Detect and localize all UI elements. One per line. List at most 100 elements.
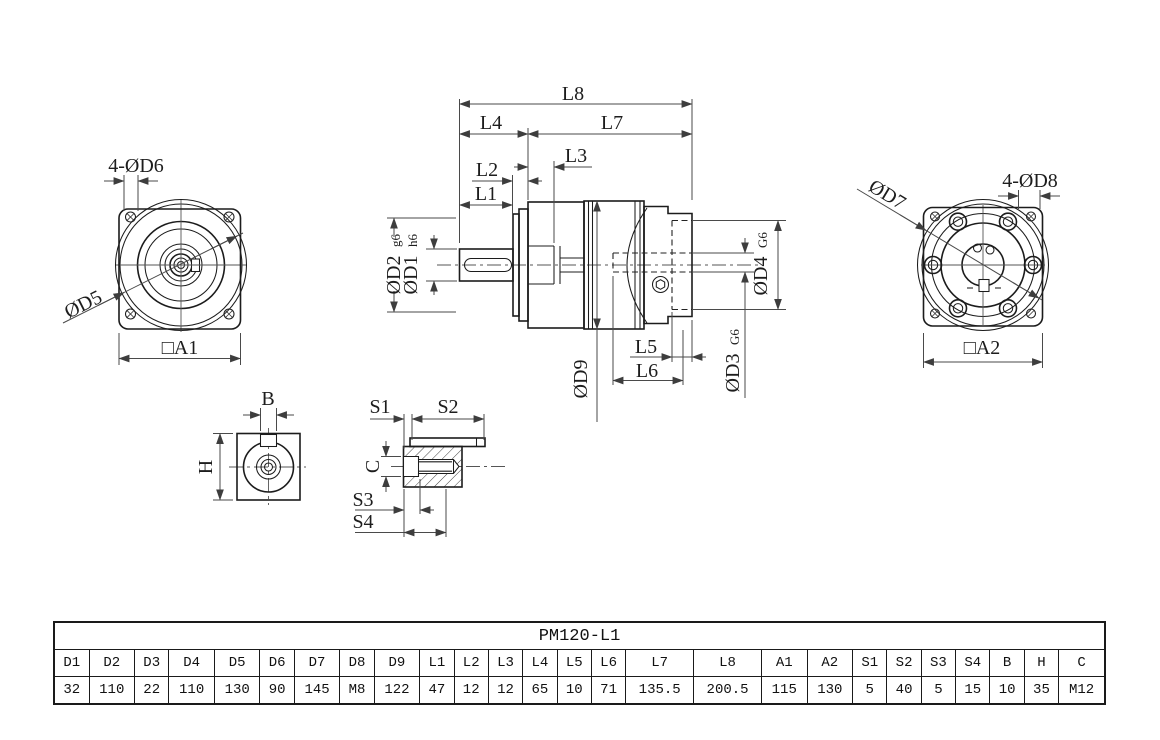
dim-c: C [362,460,384,473]
spec-col-header: S1 [852,649,888,677]
spec-col-header: D2 [88,649,136,677]
dim-l7: L7 [601,112,623,134]
spec-table-title-row: PM120-L1 [53,621,1106,650]
svg-text:ØD3: ØD3 [722,354,744,393]
spec-col-value: 115 [761,676,808,705]
spec-col-header: H [1023,649,1060,677]
svg-text:G6: G6 [755,232,770,248]
spec-col-value: 110 [88,676,136,705]
spec-col-value: 110 [168,676,215,705]
dim-l8: L8 [562,83,584,105]
svg-text:h6: h6 [405,234,420,248]
shaft-end-keyway [259,433,278,448]
section-washer-plate [409,437,486,448]
spec-col-header: D1 [53,649,90,677]
drawing-canvas: 4-ØD6 ØD5 □A1 [61,83,1060,537]
dim-s4: S4 [352,511,373,533]
spec-col-value: 22 [134,676,170,705]
spec-col-value: M12 [1058,676,1106,705]
front-flange-dim-label: □A1 [162,337,199,359]
spec-col-header: L3 [487,649,524,677]
spec-col-header: L1 [419,649,455,677]
spec-col-value: 90 [259,676,295,705]
spec-col-header: S4 [955,649,991,677]
spec-col-value: M8 [339,676,375,705]
spec-col-header: A2 [806,649,854,677]
spec-col-header: D8 [339,649,375,677]
dim-s3: S3 [352,489,373,511]
section-tapped-bore [402,455,460,478]
output-keyway [978,278,990,293]
spec-col-value: 12 [453,676,489,705]
locking-screw [655,279,666,290]
shaft-end-view: B H [195,388,306,505]
input-shaft-keyway [463,257,513,273]
spec-col-value: 40 [886,676,922,705]
spec-table-title: PM120-L1 [53,621,1106,650]
spec-col-value: 145 [293,676,341,705]
dim-s1: S1 [369,396,390,418]
dim-l5: L5 [635,336,657,358]
spec-col-value: 12 [487,676,524,705]
spec-col-header: D7 [293,649,341,677]
spec-col-value: 130 [806,676,854,705]
output-corner-holes [929,211,1037,319]
dim-d9: ØD9 [570,360,592,399]
spec-col-value: 47 [419,676,455,705]
svg-text:ØD4: ØD4 [750,257,772,296]
spec-col-header: S2 [886,649,922,677]
svg-text:g6: g6 [388,234,403,248]
front-flange-outline [118,208,242,330]
spec-col-header: D4 [168,649,215,677]
dim-l2: L2 [476,159,498,181]
dim-b: B [261,388,274,410]
spec-col-value: 5 [920,676,957,705]
svg-text:H: H [195,460,217,474]
output-view: ØD7 4-ØD8 □A2 [856,170,1060,368]
svg-text:ØD1: ØD1 [400,256,422,295]
spec-col-value: 122 [373,676,421,705]
spec-col-value: 32 [53,676,90,705]
dim-l1: L1 [475,183,497,205]
svg-text:ØD2: ØD2 [383,256,405,295]
spec-col-value: 65 [522,676,558,705]
spec-col-header: D3 [134,649,170,677]
spec-col-header: L6 [590,649,627,677]
spec-col-value: 10 [989,676,1025,705]
output-bolt-holes [923,212,1043,318]
spec-col-value: 135.5 [625,676,695,705]
dim-l4: L4 [480,112,502,134]
front-bolt-circle-label: ØD5 [61,286,106,323]
spec-col-header: D5 [213,649,261,677]
output-bolt-circle-label: ØD7 [865,175,910,214]
spec-col-header: S3 [920,649,957,677]
output-flange-outline [922,206,1044,327]
shaft-end-plate [236,432,301,501]
svg-text:C: C [362,460,384,473]
front-holes-dim-label: 4-ØD6 [108,155,164,177]
output-holes-dim-label: 4-ØD8 [1002,170,1058,192]
dim-l6: L6 [636,360,658,382]
spec-col-value: 200.5 [693,676,762,705]
spec-col-header: C [1058,649,1106,677]
spec-col-header: D9 [373,649,421,677]
spec-col-header: L8 [693,649,762,677]
spec-col-value: 71 [590,676,627,705]
spec-col-header: L4 [522,649,558,677]
spec-col-header: A1 [761,649,808,677]
output-flange-section [643,205,693,325]
shaft-section-view: S1 S2 C S3 S4 [352,396,505,537]
spec-col-header: B [989,649,1025,677]
dim-s2: S2 [437,396,458,418]
dim-l3: L3 [565,145,587,167]
front-view: 4-ØD6 ØD5 □A1 [61,155,248,365]
svg-text:ØD9: ØD9 [570,360,592,399]
spec-col-header: L2 [453,649,489,677]
svg-text:G6: G6 [727,329,742,345]
spec-col-value: 35 [1023,676,1060,705]
spec-col-header: D6 [259,649,295,677]
